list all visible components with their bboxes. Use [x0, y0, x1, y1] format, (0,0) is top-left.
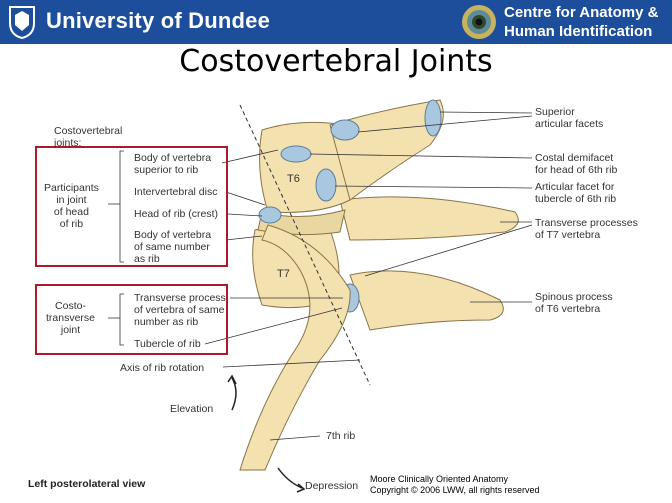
- university-crest-icon: [9, 6, 35, 39]
- header-bar: University of Dundee Centre for Anatomy …: [0, 0, 672, 44]
- costovertebral-joints-label: Costovertebral joints:: [54, 125, 123, 149]
- centre-name-line1: Centre for Anatomy &: [504, 4, 659, 21]
- costotransverse-label: Costo- transverse joint: [46, 300, 96, 336]
- copyright-credit: Moore Clinically Oriented Anatomy Copyri…: [370, 474, 540, 495]
- superior-facet-right-shape: [424, 99, 442, 137]
- elevation-label: Elevation: [170, 403, 214, 415]
- head-of-rib-facet-shape: [258, 206, 282, 224]
- articular-facet-tubercle-shape: [315, 168, 337, 202]
- bracket-lines: [108, 150, 124, 346]
- body-superior-label: Body of vertebra superior to rib: [134, 152, 212, 176]
- transverse-process-shape: [339, 196, 519, 241]
- articular-facet-label: Articular facet for tubercle of 6th rib: [535, 181, 617, 205]
- depression-label: Depression: [305, 480, 359, 492]
- participants-label: Participants in joint of head of rib: [44, 182, 99, 230]
- t6-label: T6: [287, 173, 300, 185]
- view-label: Left posterolateral view: [28, 478, 146, 490]
- body-same-label: Body of vertebra of same number as rib: [134, 229, 212, 265]
- depression-arrow-icon: [277, 467, 303, 489]
- centre-name-line2: Human Identification: [504, 23, 653, 40]
- t7-label: T7: [277, 268, 290, 280]
- seventh-rib-shape: [239, 224, 351, 471]
- iris-logo-icon: [462, 5, 496, 39]
- transverse-processes-label: Transverse processes of T7 vertebra: [535, 217, 638, 241]
- transverse-process-label: Transverse process of vertebra of same n…: [134, 292, 226, 328]
- seventh-rib-label: 7th rib: [326, 430, 356, 442]
- slide-title: Costovertebral Joints: [179, 44, 493, 79]
- superior-facets-label: Superior articular facets: [535, 106, 604, 130]
- university-name: University of Dundee: [46, 8, 271, 33]
- axis-label: Axis of rib rotation: [120, 362, 205, 374]
- head-of-rib-joint-box: [35, 146, 228, 267]
- right-leader-lines: [309, 111, 533, 303]
- t6-arch-shape: [329, 99, 444, 201]
- tubercle-label: Tubercle of rib: [134, 338, 201, 350]
- costotransverse-joint-box: [35, 284, 228, 355]
- axis-of-rotation-line: [239, 104, 371, 386]
- spinous-process-shape: [349, 270, 504, 331]
- costal-demifacet-label: Costal demifacet for head of 6th rib: [535, 152, 618, 176]
- spinous-process-label: Spinous process of T6 vertebra: [535, 291, 613, 315]
- costal-demifacet-shape: [280, 145, 312, 163]
- intervertebral-disc-label: Intervertebral disc: [134, 186, 218, 198]
- head-of-rib-label: Head of rib (crest): [134, 208, 219, 220]
- superior-facet-left-shape: [330, 119, 360, 141]
- elevation-arrow-icon: [231, 377, 237, 411]
